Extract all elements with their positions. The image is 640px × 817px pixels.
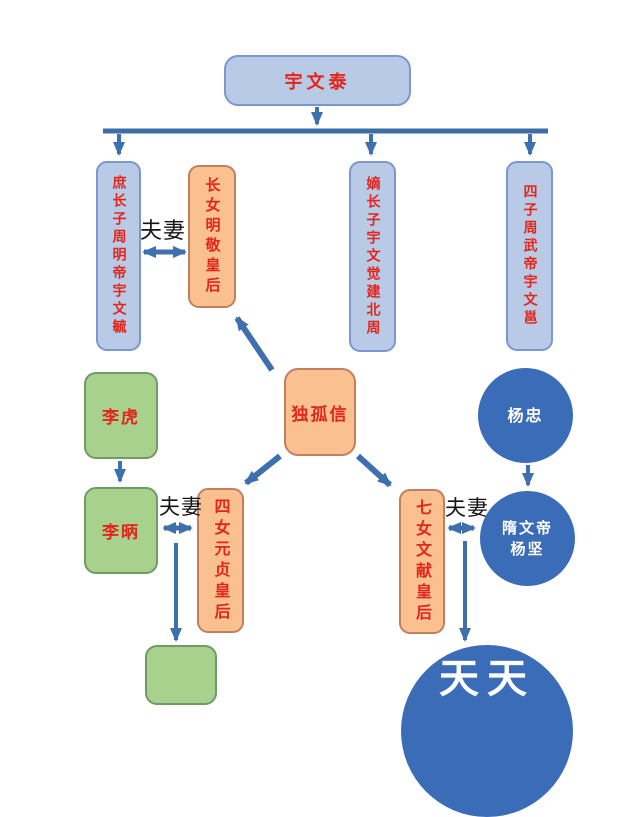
couple-label-3: 夫妻 [445, 496, 489, 520]
node-bottom-left-child [145, 645, 217, 705]
node-yangzhong-label: 杨忠 [507, 405, 544, 425]
couple-label-2: 夫妻 [159, 495, 203, 519]
node-yangjian: 隋文帝杨坚 [480, 491, 575, 586]
node-sizi: 四子周武帝宇文邕 [506, 161, 553, 351]
node-bottom-right-circle: 天天 [401, 645, 573, 817]
node-lihu-label: 李虎 [102, 408, 140, 428]
node-dugexin: 独孤信 [284, 368, 356, 456]
node-zhangnv-label: 长女明敬皇后 [203, 176, 222, 297]
node-libing: 李昞 [84, 487, 158, 574]
node-libing-label: 李昞 [102, 523, 140, 543]
node-lihu: 李虎 [84, 372, 158, 459]
node-yuwentai-label: 宇文泰 [284, 71, 351, 93]
node-sinv: 四女元贞皇后 [197, 488, 244, 633]
node-shuzhangzi-label: 庶长子周明帝宇文毓 [110, 175, 127, 337]
node-sizi-label: 四子周武帝宇文邕 [521, 184, 538, 328]
node-dizhangzi-label: 嫡长子宇文觉建北周 [364, 175, 381, 338]
node-zhangnv: 长女明敬皇后 [188, 165, 236, 308]
couple-label-1: 夫妻 [140, 219, 187, 244]
node-qinv-label: 七女文献皇后 [413, 498, 432, 625]
node-bottom-right-circle-label: 天天 [439, 656, 535, 702]
node-qinv: 七女文献皇后 [399, 489, 445, 634]
arrow-dugexin-to-qinv [355, 453, 393, 488]
arrow-dugexin-to-sinv [244, 453, 282, 486]
node-dugexin-label: 独孤信 [291, 404, 349, 425]
node-yuwentai: 宇文泰 [224, 55, 411, 106]
arrow-dugexin-to-zhangnv [234, 316, 275, 372]
node-yangzhong: 杨忠 [478, 368, 573, 463]
node-dizhangzi: 嫡长子宇文觉建北周 [349, 161, 396, 352]
node-sinv-label: 四女元贞皇后 [211, 497, 231, 624]
node-yangjian-label: 隋文帝杨坚 [501, 519, 553, 558]
node-shuzhangzi: 庶长子周明帝宇文毓 [96, 161, 141, 351]
